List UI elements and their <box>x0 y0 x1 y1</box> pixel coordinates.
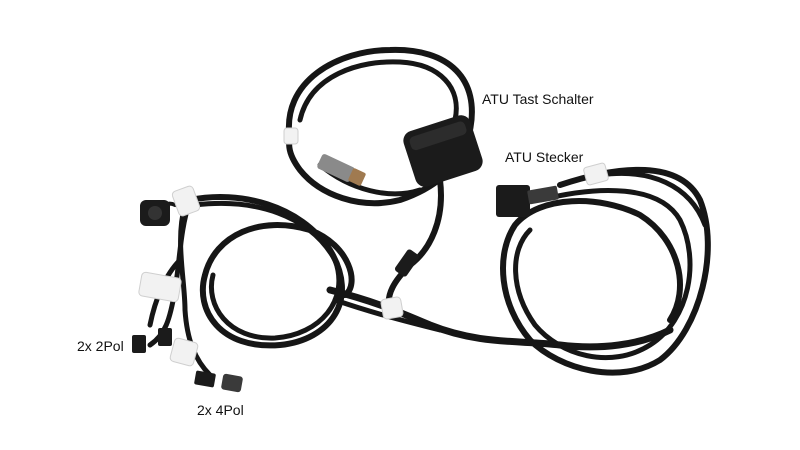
four-pin-plug-a <box>194 370 216 388</box>
atu-plug <box>496 185 530 217</box>
tag-center <box>380 296 404 320</box>
sleeve-tags <box>138 127 609 367</box>
label-atu-stecker: ATU Stecker <box>505 149 584 165</box>
label-atu-tast-schalter: ATU Tast Schalter <box>482 91 594 107</box>
left-cable-loop <box>187 194 355 349</box>
label-2x-4pol: 2x 4Pol <box>197 402 244 418</box>
tag-top <box>283 127 299 145</box>
right-cable-loop <box>500 166 711 376</box>
center-connector <box>394 249 420 277</box>
label-2x-2pol: 2x 2Pol <box>77 338 124 354</box>
inline-plug <box>317 154 355 182</box>
connectors <box>132 115 559 393</box>
tag-power <box>138 271 182 303</box>
trunk-cable <box>326 286 674 351</box>
two-pin-plug-b <box>158 328 172 346</box>
four-pin-plug-b <box>221 373 243 393</box>
tag-fu <box>171 185 201 217</box>
tag-right <box>583 162 609 186</box>
two-pin-plug-a <box>132 335 146 353</box>
tag-c <box>169 337 199 367</box>
